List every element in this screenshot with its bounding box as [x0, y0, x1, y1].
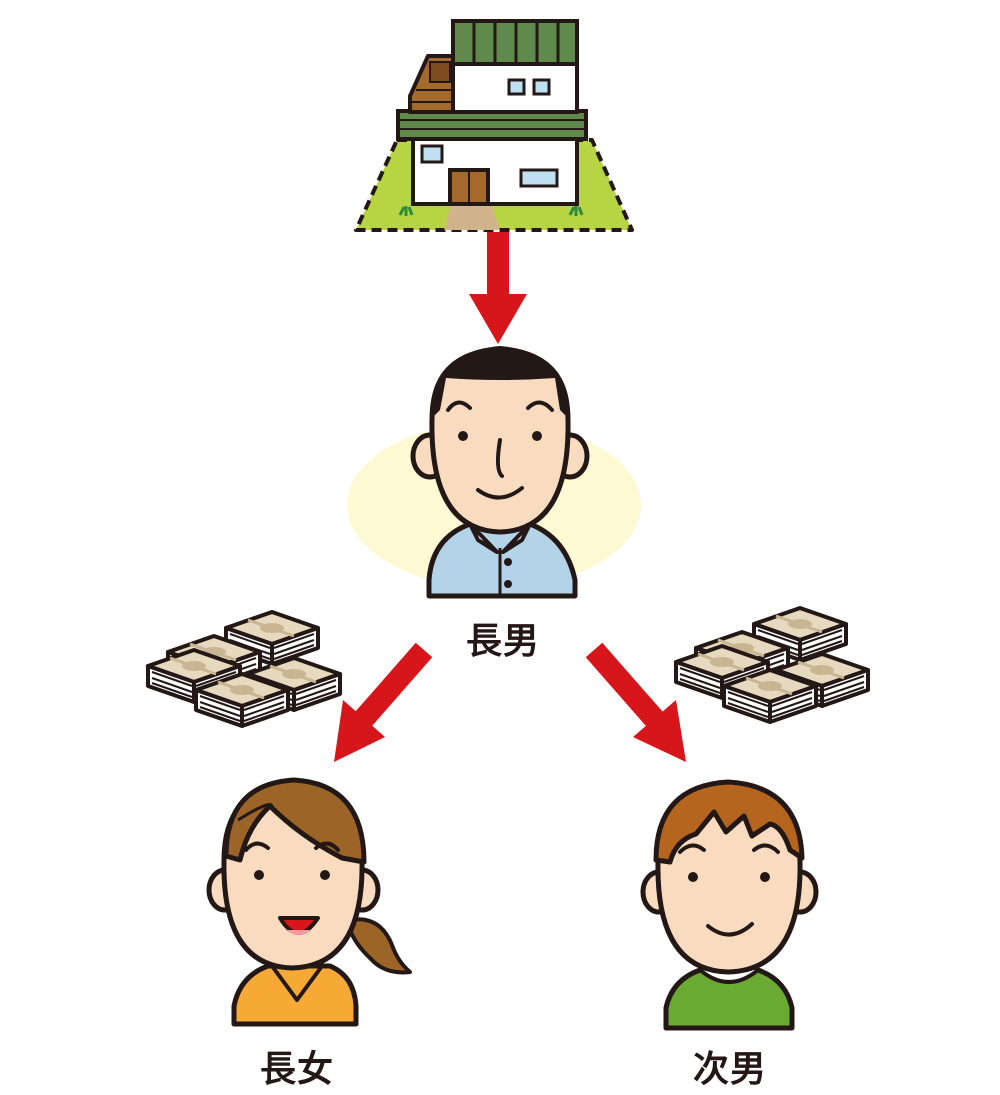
- arrow-house-to-eldest-son: [469, 232, 527, 344]
- second-son-label: 次男: [692, 1049, 767, 1090]
- money-stack-icon: [146, 610, 342, 728]
- eldest-son-figure: [347, 346, 641, 599]
- eldest-daughter-figure: [206, 777, 412, 1027]
- eldest-daughter-label: 長女: [259, 1049, 334, 1090]
- arrow-eldest-son-to-second-son: [585, 642, 686, 762]
- eldest-son-label: 長男: [465, 621, 540, 662]
- house-icon: [354, 19, 634, 232]
- arrow-eldest-son-to-eldest-daughter: [334, 642, 433, 762]
- money-stack-icon: [674, 606, 870, 724]
- second-son-figure: [640, 779, 819, 1031]
